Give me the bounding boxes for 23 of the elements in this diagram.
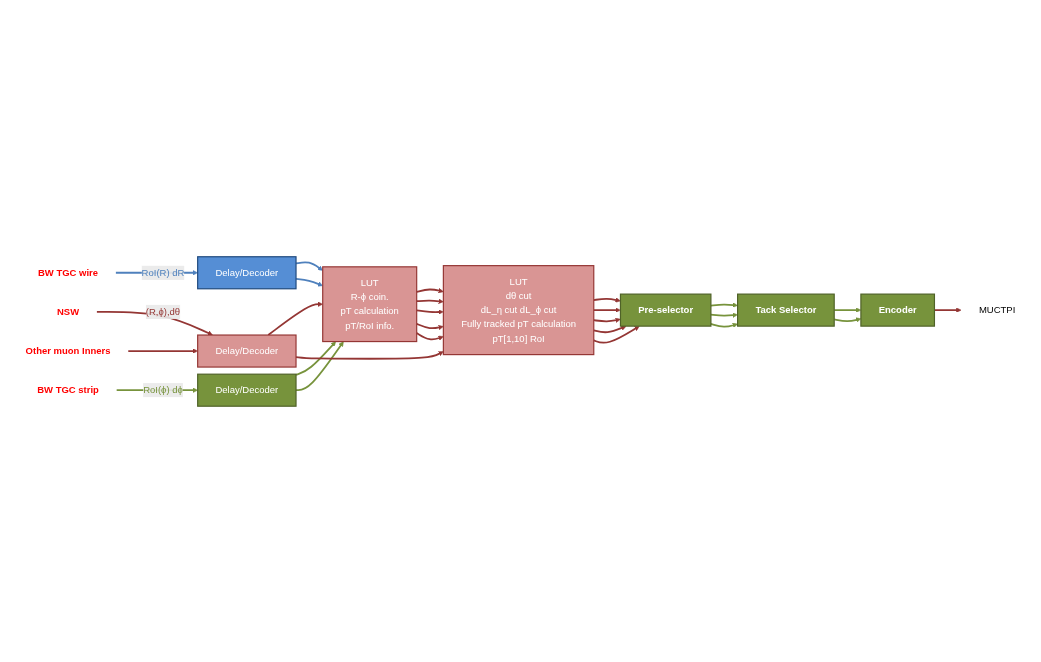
node-box: Tack Selector <box>737 293 835 327</box>
arrow <box>267 301 323 336</box>
node-box: LUT dθ cut dL_η cut dL_ϕ cut Fully tracked pT calculation pT[1,10] RoI <box>442 264 595 355</box>
node-box: LUT R-ϕ coin. pT calculation pT/RoI info. <box>322 265 418 342</box>
node-box: Pre-selector <box>619 293 712 327</box>
node-box: Encoder <box>860 293 936 327</box>
arrow <box>710 312 738 318</box>
node-text: MUCTPI <box>978 304 1016 315</box>
arrow <box>710 322 738 328</box>
edge-label: (R,ϕ),dθ <box>145 306 181 317</box>
node-text: BW TGC strip <box>37 384 99 395</box>
arrow <box>295 340 337 376</box>
node-text: BW TGC wire <box>38 266 99 278</box>
node-box: Delay/Decoder <box>197 255 297 289</box>
node-text: NSW <box>57 306 80 317</box>
arrow <box>127 347 198 354</box>
edge-label: RoI(ϕ) dϕ <box>143 384 183 395</box>
arrow <box>295 340 344 391</box>
node-text: Other muon Inners <box>25 345 111 356</box>
arrow <box>710 301 738 308</box>
edge-label: RoI(R) dR <box>141 266 185 278</box>
node-box: Delay/Decoder <box>197 333 297 368</box>
node-box: Delay/Decoder <box>197 373 297 407</box>
